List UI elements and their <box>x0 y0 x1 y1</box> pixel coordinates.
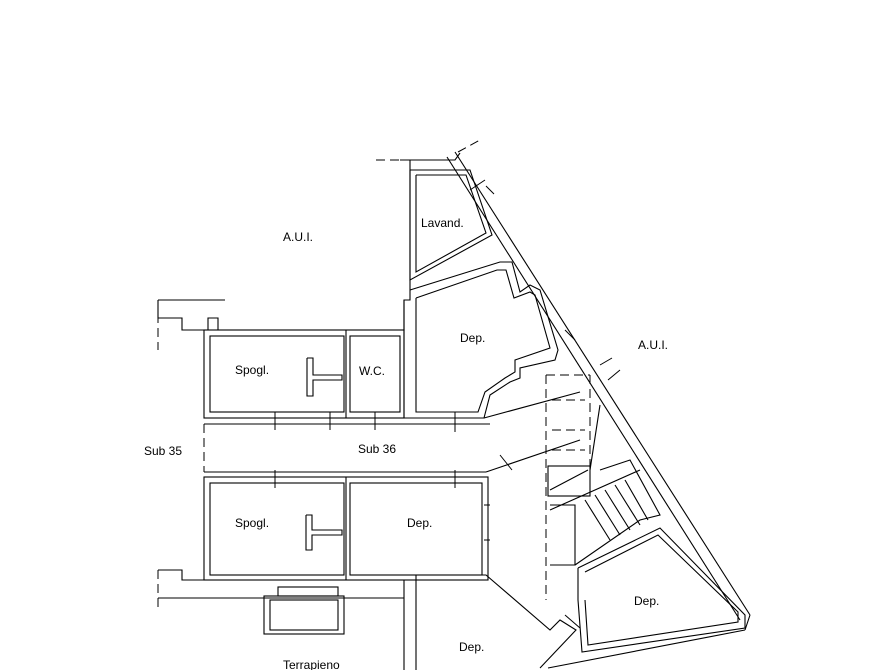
dep-bottom-room-walls <box>403 574 581 670</box>
dep-upper-room-walls <box>403 261 559 419</box>
spogl-lower-label: Spogl. <box>235 516 269 530</box>
diagonal-external-wall <box>446 139 751 669</box>
dep-lower-label: Dep. <box>407 516 432 530</box>
dep-upper-label: Dep. <box>460 331 485 345</box>
wc-label: W.C. <box>359 364 385 378</box>
terrapieno-label: Terrapieno <box>283 658 340 670</box>
spogl-dep-lower-walls <box>157 470 490 610</box>
upper-left-wing-walls <box>157 152 461 350</box>
sub36-corridor-walls <box>203 391 581 473</box>
dep-right-label: Dep. <box>634 594 659 608</box>
stair-core <box>545 374 661 600</box>
lavand-label: Lavand. <box>421 216 464 230</box>
spogl-wc-upper-walls <box>203 329 456 432</box>
sub35-label: Sub 35 <box>144 444 182 458</box>
sub36-label: Sub 36 <box>358 442 396 456</box>
dep-right-room-walls <box>577 527 746 653</box>
dep-bottom-label: Dep. <box>459 640 484 654</box>
spogl-upper-label: Spogl. <box>235 363 269 377</box>
aui-right-label: A.U.I. <box>638 338 668 352</box>
aui-top-label: A.U.I. <box>283 230 313 244</box>
terrapieno-walls <box>157 586 404 635</box>
lavand-room-walls <box>409 169 493 281</box>
